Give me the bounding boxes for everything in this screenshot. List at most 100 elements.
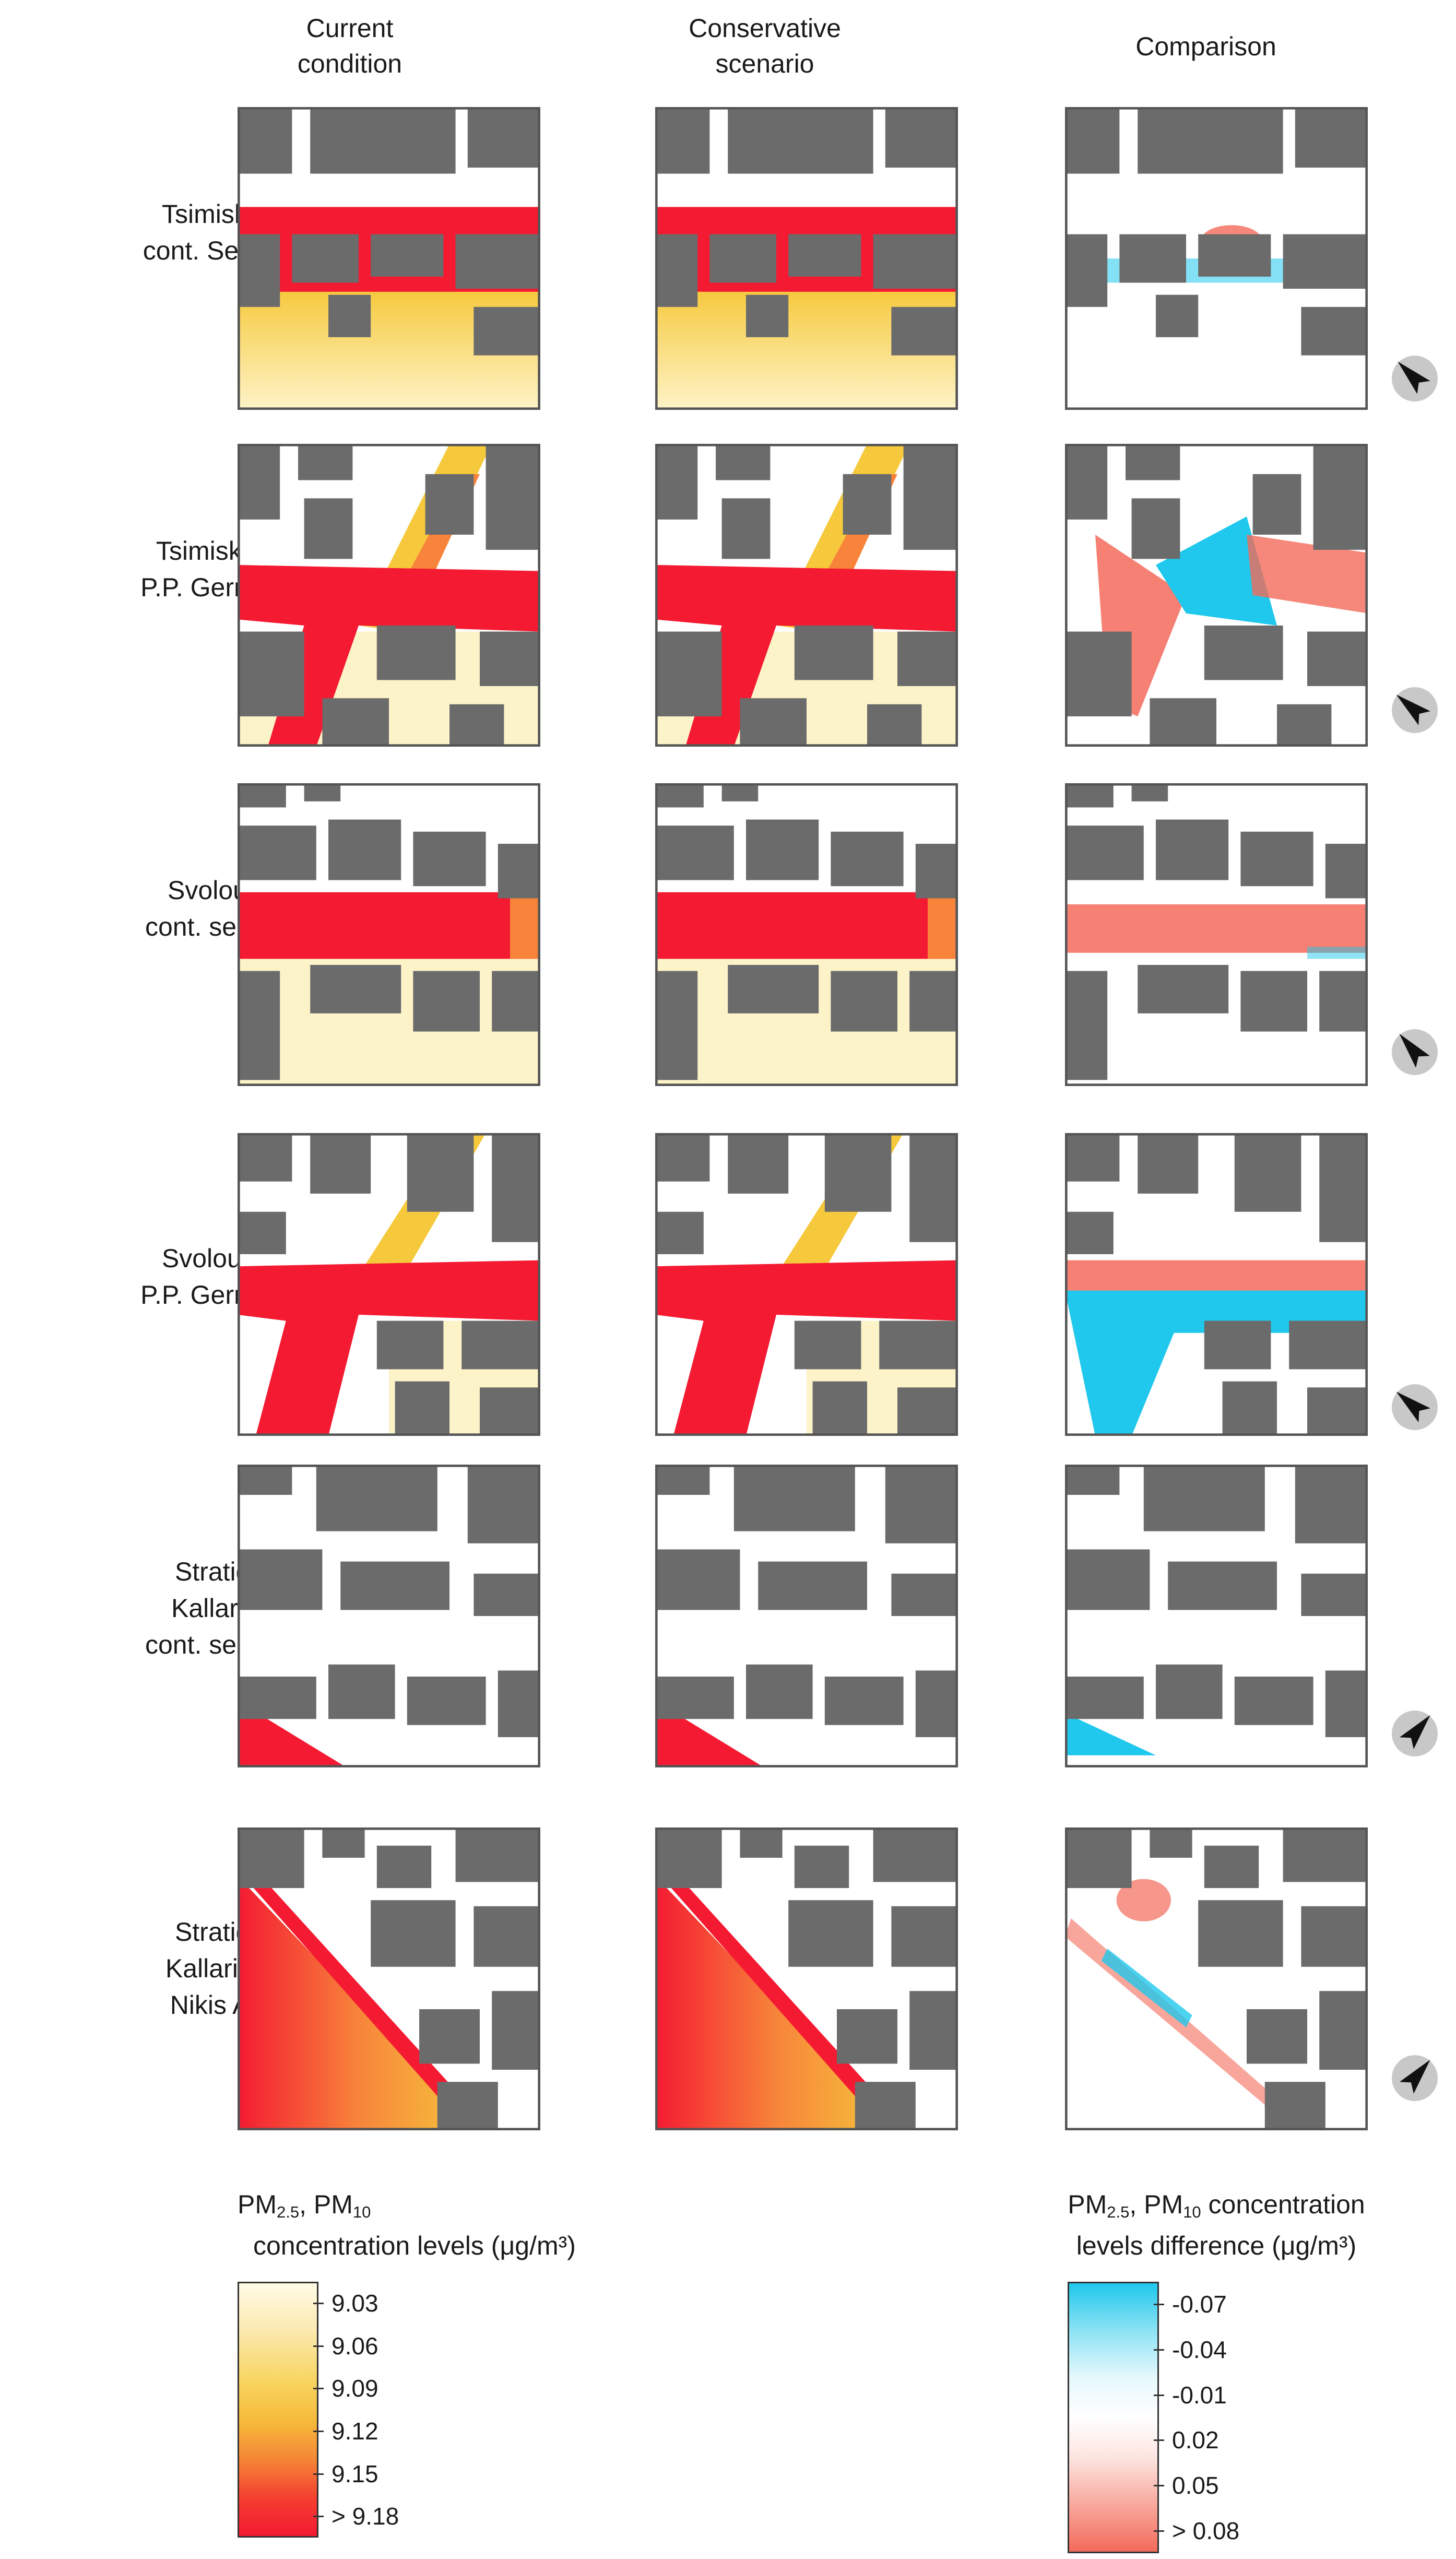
difference-tick-label: 0.02 <box>1172 2426 1219 2454</box>
building-block <box>655 631 722 716</box>
panel-frame <box>238 783 540 1086</box>
difference-positive-band <box>1065 904 1368 953</box>
building-block <box>897 1387 958 1436</box>
building-block <box>1277 704 1332 747</box>
building-block <box>1065 1465 1120 1495</box>
building-block <box>1295 107 1368 168</box>
building-block <box>1065 1677 1144 1719</box>
building-block <box>655 1677 734 1719</box>
map-panel-current-row5 <box>238 1465 540 1767</box>
building-block <box>467 107 540 168</box>
map-panel-current-row2 <box>238 444 540 747</box>
building-block <box>437 2082 498 2130</box>
building-block <box>238 1827 304 1888</box>
building-block <box>316 1465 437 1531</box>
building-block <box>655 1465 710 1495</box>
building-block <box>238 107 292 174</box>
building-block <box>1150 1827 1192 1858</box>
panel-frame <box>655 1827 958 2130</box>
building-block <box>238 1549 323 1610</box>
difference-legend-pm: PM <box>1068 2190 1107 2219</box>
building-block <box>794 626 873 680</box>
map-panel-conservative-row2 <box>655 444 958 747</box>
building-block <box>733 1465 855 1531</box>
building-block <box>655 971 698 1080</box>
building-block <box>1204 626 1283 680</box>
building-block <box>1234 1133 1301 1212</box>
building-block <box>1319 1991 1368 2070</box>
compass-arrow <box>1398 361 1430 394</box>
building-block <box>425 474 474 535</box>
building-block <box>655 107 710 174</box>
concentration-tick-mark <box>313 2388 324 2390</box>
building-block <box>492 1991 540 2070</box>
concentration-tick-label: 9.09 <box>332 2375 378 2402</box>
panel-frame <box>1065 107 1368 410</box>
building-block <box>1289 1320 1368 1370</box>
building-block <box>292 234 359 283</box>
building-block <box>824 1133 892 1212</box>
building-block <box>1065 826 1144 880</box>
map-panel-conservative-row6 <box>655 1827 958 2130</box>
map-svg-current-row6 <box>238 1827 540 2130</box>
concentration-tick-mark <box>313 2473 324 2475</box>
plume-high-concentration <box>655 1260 958 1436</box>
building-block <box>238 971 280 1080</box>
panel-frame <box>238 107 540 410</box>
map-svg-conservative-row2 <box>655 444 958 747</box>
concentration-tick-mark <box>313 2430 324 2432</box>
map-panel-conservative-row1 <box>655 107 958 410</box>
north-arrow-icon <box>1386 2049 1443 2107</box>
building-block <box>371 234 444 277</box>
building-block <box>909 1991 958 2070</box>
building-block <box>1168 1561 1277 1610</box>
building-block <box>837 2009 897 2064</box>
map-svg-current-row3 <box>238 783 540 1086</box>
plume-high-concentration <box>655 892 958 959</box>
difference-tick-label: 0.05 <box>1172 2472 1219 2499</box>
north-arrow-icon <box>1386 681 1443 739</box>
building-block <box>788 1900 873 1967</box>
building-block <box>1307 631 1368 686</box>
map-panel-comparison-row5 <box>1065 1465 1368 1767</box>
building-block <box>413 831 486 887</box>
building-block <box>1131 498 1180 559</box>
building-block <box>903 444 958 550</box>
building-block <box>909 1133 958 1242</box>
building-block <box>467 1465 540 1543</box>
building-block <box>885 1465 958 1543</box>
panel-frame <box>238 444 540 747</box>
building-block <box>746 819 819 880</box>
building-block <box>340 1561 449 1610</box>
building-block <box>1283 1827 1368 1882</box>
map-panel-conservative-row3 <box>655 783 958 1086</box>
building-block <box>474 1573 540 1616</box>
compass-arrow <box>1399 2059 1430 2094</box>
panel-frame <box>655 1133 958 1436</box>
panel-frame <box>655 1465 958 1767</box>
building-block <box>1198 234 1271 277</box>
plume-high-concentration <box>238 1864 492 2130</box>
difference-positive-area <box>1247 535 1368 614</box>
building-block <box>1143 1465 1265 1531</box>
building-block <box>474 1906 540 1967</box>
building-block <box>1319 1133 1368 1242</box>
difference-negative-area <box>1156 516 1277 626</box>
building-block <box>407 1677 486 1725</box>
building-block <box>328 819 401 880</box>
concentration-legend-pm: PM <box>238 2190 277 2219</box>
difference-legend-units: levels difference (μg/m³) <box>1076 2231 1357 2260</box>
building-block <box>909 971 958 1032</box>
north-arrow-icon <box>1386 350 1443 407</box>
map-svg-comparison-row1 <box>1065 107 1368 410</box>
building-block <box>1247 2009 1307 2064</box>
plume-high-concentration <box>238 1701 347 1767</box>
building-block <box>758 1561 867 1610</box>
difference-negative-area <box>1065 1713 1156 1755</box>
building-block <box>1295 1465 1368 1543</box>
plume-high-concentration <box>655 1864 910 2130</box>
panel-frame <box>655 783 958 1086</box>
concentration-tick-label: 9.15 <box>332 2460 378 2487</box>
building-block <box>1313 444 1368 550</box>
panel-frame <box>238 1133 540 1436</box>
